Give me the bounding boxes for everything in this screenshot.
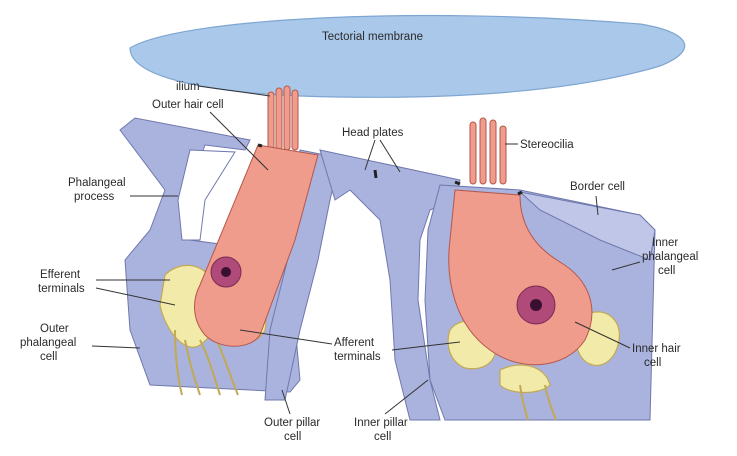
label-outer-pillar-1: Outer pillar [264, 417, 320, 429]
label-inner-phalangeal-3: cell [658, 265, 675, 277]
label-inner-phalangeal-2: phalangeal [642, 251, 698, 263]
label-inner-pillar-1: Inner pillar [354, 417, 408, 429]
label-efferent-terminals-2: terminals [38, 283, 85, 295]
label-phalangeal-process-2: process [74, 191, 115, 203]
label-outer-phalangeal-1: Outer [40, 323, 69, 335]
tectorial-membrane [130, 16, 685, 98]
label-phalangeal-process-1: Phalangeal [68, 177, 126, 189]
label-inner-pillar-2: cell [374, 431, 391, 443]
label-inner-phalangeal-1: Inner [652, 237, 678, 249]
label-outer-hair-cell: Outer hair cell [152, 99, 224, 111]
label-efferent-terminals-1: Efferent [40, 269, 81, 281]
label-inner-hair-cell-2: cell [644, 357, 661, 369]
label-outer-pillar-2: cell [284, 431, 301, 443]
label-outer-phalangeal-2: phalangeal [20, 337, 76, 349]
label-afferent-terminals-2: terminals [334, 351, 381, 363]
label-stereocilia: Stereocilia [520, 139, 574, 151]
label-outer-phalangeal-3: cell [40, 351, 57, 363]
label-border-cell: Border cell [570, 181, 625, 193]
label-inner-hair-cell-1: Inner hair [632, 343, 681, 355]
label-cilium: ilium [176, 81, 200, 93]
label-afferent-terminals-1: Afferent [334, 337, 375, 349]
label-head-plates: Head plates [342, 127, 404, 139]
inner-stereocilia [470, 118, 506, 184]
label-tectorial-membrane: Tectorial membrane [322, 31, 423, 43]
